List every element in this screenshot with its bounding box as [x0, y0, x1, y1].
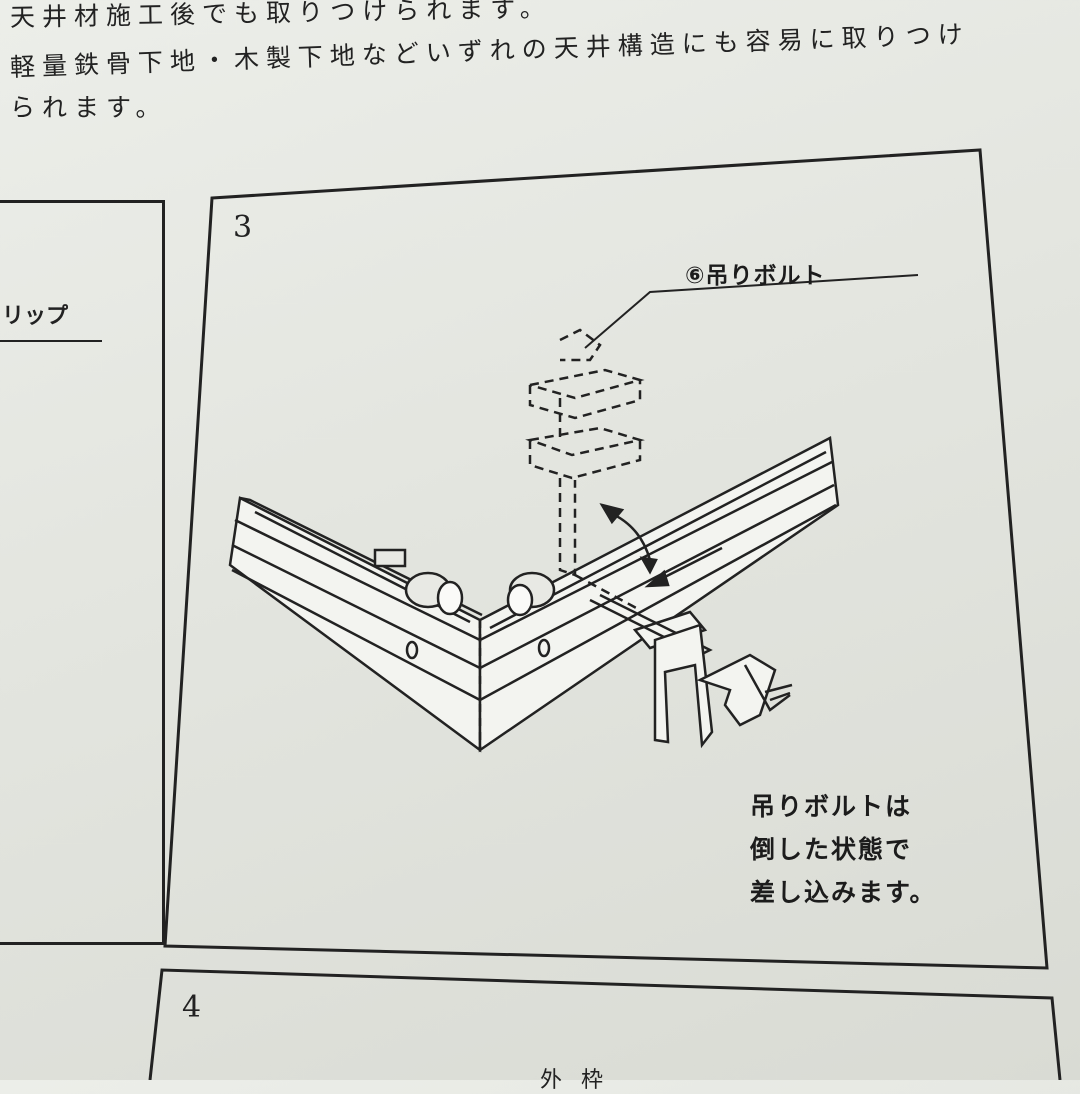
- bolt-label: ⑥吊りボルト: [685, 263, 826, 289]
- panel-3-number: 3: [233, 210, 253, 245]
- caption-line-2: 倒した状態で: [750, 835, 913, 864]
- left-panel-label-underline: [0, 340, 102, 342]
- panel-3-caption: 吊りボルトは 倒した状態で 差し込みます。: [750, 785, 937, 914]
- panel-4-partial-text: 外 枠: [540, 1068, 609, 1093]
- left-panel-label: リップ: [2, 304, 69, 329]
- caption-line-1: 吊りボルトは: [750, 792, 913, 821]
- slide-arrow: [644, 546, 723, 588]
- caption-line-3: 差し込みます。: [750, 878, 937, 907]
- panel-4-number: 4: [182, 990, 202, 1025]
- bolt-leader-line: [584, 274, 919, 349]
- header-text-line-3: られます。: [10, 93, 168, 122]
- left-panel: [0, 200, 165, 945]
- rail-illustration: [228, 436, 840, 753]
- clip-bracket-illustration: [589, 593, 793, 749]
- panel-3-border: [163, 148, 1049, 970]
- bolt-dashed-illustration: [525, 328, 645, 612]
- panel-4-border: [148, 968, 1062, 1080]
- rotate-arrow: [599, 503, 658, 575]
